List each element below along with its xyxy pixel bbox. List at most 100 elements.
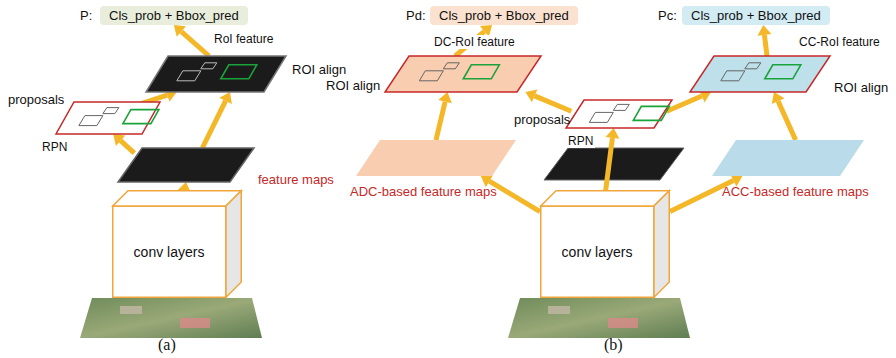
plane-shape <box>566 100 672 128</box>
plane-shape <box>56 102 160 134</box>
plane-face <box>356 140 516 176</box>
branch-name: P: <box>80 8 92 23</box>
output-text: Cls_prob + Bbox_pred <box>691 8 821 23</box>
panel-label: (b) <box>604 336 623 354</box>
plane-face <box>146 56 286 92</box>
arrow-head <box>525 89 537 102</box>
feature-plane: ADC-based feature maps <box>356 140 516 176</box>
arrow-head <box>772 92 785 104</box>
arrow-shaft <box>764 35 767 56</box>
aerial-image <box>80 298 690 338</box>
plane-shape <box>118 148 254 182</box>
cube-front <box>113 206 226 297</box>
arrow-shaft <box>605 138 612 195</box>
arrow-connector <box>525 89 571 111</box>
roi-box <box>103 108 119 114</box>
output-box: Cls_prob + Bbox_predPc: <box>682 6 830 25</box>
plane-shape <box>356 140 516 176</box>
plane-shape <box>385 56 541 92</box>
plane-label: ADC-based feature maps <box>350 184 497 199</box>
conv-label: conv layers <box>134 245 205 260</box>
arrow-connector <box>174 25 209 56</box>
output-text: Cls_prob + Bbox_pred <box>109 8 239 23</box>
arrow-connector <box>113 134 134 153</box>
conv-label: conv layers <box>562 245 633 260</box>
roi-box <box>721 71 745 81</box>
plane-label: ROI align <box>326 78 380 93</box>
arrow-connector <box>436 92 452 140</box>
roi-box <box>613 104 629 110</box>
plane-label: proposals <box>514 112 570 127</box>
edge-label: RPN <box>40 140 69 154</box>
arrow-head <box>113 134 125 146</box>
rpn-feature-plane <box>544 148 684 180</box>
roi-box <box>633 106 669 120</box>
plane-face <box>118 148 254 182</box>
branch-name: Pc: <box>658 8 677 23</box>
arrow-head <box>438 92 452 103</box>
arrow-shaft <box>667 96 702 111</box>
roi-box <box>589 112 613 122</box>
edge-label: DC-RoI feature <box>432 35 517 49</box>
conv-block: conv layers <box>540 190 670 298</box>
arrow-head <box>758 25 772 36</box>
arrow-shaft <box>535 96 572 111</box>
roi-box <box>221 65 257 79</box>
conv-block: conv layers <box>112 190 242 298</box>
roi-box <box>79 116 103 126</box>
feature-plane: feature maps <box>118 148 254 182</box>
feature-plane: ROI align <box>385 56 541 92</box>
cube-side <box>654 191 669 298</box>
output-text: Cls_prob + Bbox_pred <box>439 8 569 23</box>
plane-label: ACC-based feature maps <box>722 184 869 199</box>
roi-box <box>177 71 201 81</box>
cube-top <box>541 191 670 206</box>
edge-label: CC-RoI feature <box>797 35 882 49</box>
arrow-shaft <box>202 101 225 148</box>
arrow-head <box>174 25 186 37</box>
cube-side <box>226 191 241 298</box>
roi-box <box>419 71 443 81</box>
roi-box <box>463 65 499 79</box>
plane-face <box>690 56 830 92</box>
feature-plane: ROI align <box>690 56 830 92</box>
arrow-head <box>605 128 619 139</box>
arrow-shaft <box>121 141 135 153</box>
feature-plane: proposals <box>56 102 160 134</box>
cube-top <box>113 191 242 206</box>
cube-front <box>541 206 654 297</box>
arrow-connector <box>758 25 772 56</box>
arrow-shaft <box>489 181 540 211</box>
roi-box <box>765 65 801 79</box>
feature-plane: proposals <box>566 100 672 128</box>
plane-label: feature maps <box>258 172 334 187</box>
arrow-shaft <box>181 32 209 56</box>
feature-plane: ROI align <box>146 56 286 92</box>
plane-shape <box>712 140 864 176</box>
arrow-shaft <box>778 101 795 140</box>
output-box: Cls_prob + Bbox_predP: <box>100 6 248 25</box>
plane-shape <box>690 56 830 92</box>
arrow-shaft <box>436 102 445 140</box>
branch-name: Pd: <box>406 8 426 23</box>
plane-label: ROI align <box>834 80 888 95</box>
arrow-connector <box>202 92 232 148</box>
plane-shape <box>146 56 286 92</box>
edge-label: RPN <box>566 134 595 148</box>
roi-box <box>201 63 217 69</box>
arrow-connector <box>772 92 796 140</box>
roi-box <box>745 63 761 69</box>
plane-face <box>712 140 864 176</box>
roi-box <box>123 110 159 124</box>
arrow-connector <box>605 128 619 195</box>
arrow-head <box>219 92 232 104</box>
plane-face <box>385 56 541 92</box>
plane-face <box>56 102 160 134</box>
roi-box <box>443 63 459 69</box>
panel-label: (a) <box>158 336 176 354</box>
feature-plane: ACC-based feature maps <box>712 140 864 176</box>
plane-face <box>566 100 672 128</box>
edge-label: RoI feature <box>212 32 275 46</box>
plane-label: proposals <box>8 92 64 107</box>
arrow-connector <box>667 90 711 112</box>
